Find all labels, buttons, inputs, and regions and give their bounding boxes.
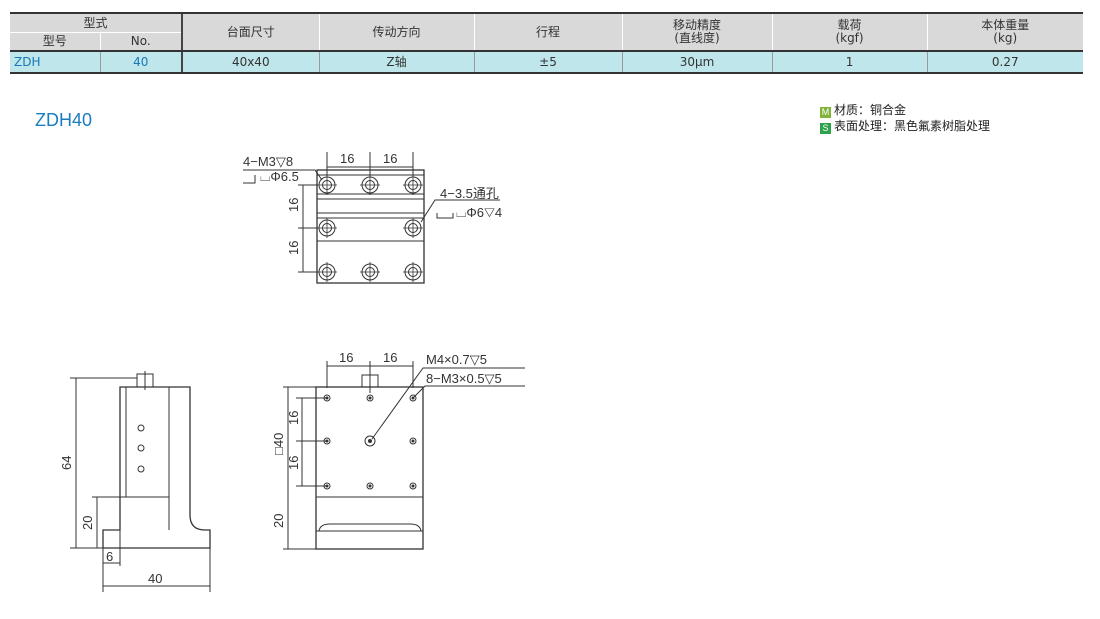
front-dim-base: 20 <box>271 514 286 528</box>
top-dim-v2: 16 <box>286 241 301 255</box>
top-view <box>243 152 500 284</box>
side-dim-small: 6 <box>106 549 113 564</box>
cell-weight: 0.27 <box>926 51 1084 74</box>
front-dim-v2: 16 <box>286 456 301 470</box>
cell-drive-direction: Z轴 <box>318 51 475 74</box>
front-dim-h2: 16 <box>383 350 397 365</box>
header-load: 载荷 (kgf) <box>771 12 928 52</box>
spec-table: 型式 台面尺寸 传动方向 行程 移动精度 (直线度) 载荷 (kgf) 本体重量… <box>10 12 1084 74</box>
header-model: 型号 <box>10 32 100 52</box>
cell-table-size: 40x40 <box>181 51 320 74</box>
cell-accuracy: 30μm <box>621 51 773 74</box>
front-dim-square: □40 <box>271 433 286 455</box>
header-drive-direction: 传动方向 <box>318 12 475 52</box>
side-dim-base: 20 <box>80 516 95 530</box>
product-title: ZDH40 <box>35 110 93 130</box>
header-weight: 本体重量 (kg) <box>926 12 1084 52</box>
header-type-group: 型式 <box>10 12 183 33</box>
side-dim-width: 40 <box>148 571 162 586</box>
front-label-m4: M4×0.7▽5 <box>426 352 487 367</box>
side-dim-height: 64 <box>59 456 74 470</box>
side-view <box>70 371 211 592</box>
header-table-size: 台面尺寸 <box>181 12 320 52</box>
note-material-text: 材质：铜合金 <box>834 103 907 117</box>
header-no: No. <box>99 32 183 52</box>
header-accuracy: 移动精度 (直线度) <box>621 12 773 52</box>
front-label-m3: 8−M3×0.5▽5 <box>426 371 502 386</box>
header-weight-label: 本体重量 <box>981 18 1030 32</box>
top-dim-v1: 16 <box>286 198 301 212</box>
top-dim-h1: 16 <box>340 151 354 166</box>
cell-stroke: ±5 <box>473 51 623 74</box>
material-badge-icon: M <box>820 107 831 118</box>
header-stroke: 行程 <box>473 12 623 52</box>
surface-badge-icon: S <box>820 123 831 134</box>
front-dim-h1: 16 <box>339 350 353 365</box>
cell-no: 40 <box>99 51 183 74</box>
top-dim-h2: 16 <box>383 151 397 166</box>
header-load-label: 载荷 <box>837 18 862 32</box>
top-label-b2: ⌴Φ6▽4 <box>456 205 502 220</box>
top-label-a1: 4−M3▽8 <box>243 154 293 169</box>
top-label-b1: 4−3.5通孔 <box>440 186 499 201</box>
front-view <box>283 361 525 550</box>
header-load-sub: (kgf) <box>835 31 864 45</box>
top-label-a2: ⌴Φ6.5 <box>260 169 299 184</box>
header-weight-sub: (kg) <box>993 31 1018 45</box>
header-accuracy-sub: (直线度) <box>674 31 720 45</box>
cell-model: ZDH <box>10 51 100 74</box>
note-surface-text: 表面处理：黑色氟素树脂处理 <box>834 119 991 133</box>
front-dim-v1: 16 <box>286 411 301 425</box>
cell-load: 1 <box>771 51 928 74</box>
header-accuracy-label: 移动精度 <box>673 18 722 32</box>
